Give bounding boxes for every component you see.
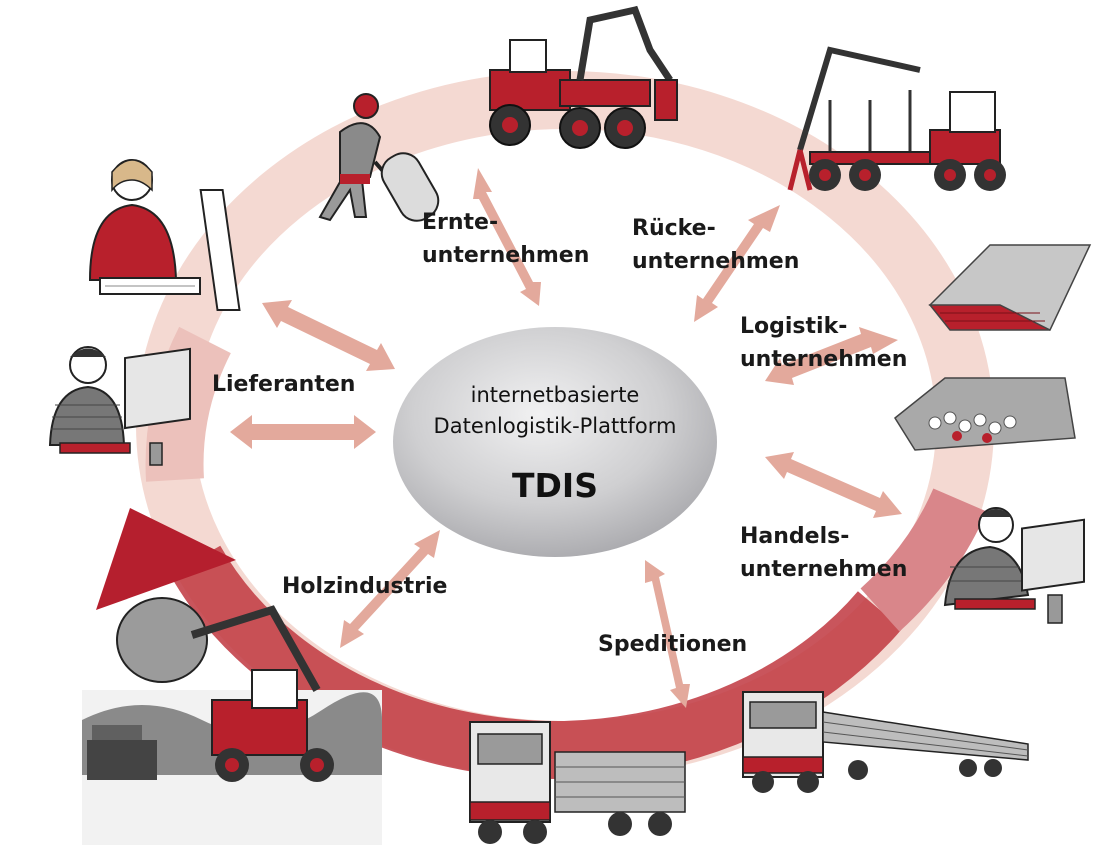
arrow-ruecke: [694, 205, 780, 322]
log-pile-icon: [894, 377, 1076, 451]
arrow-lieferanten-upper: [262, 300, 395, 371]
label-handel-line1: Handels-: [740, 524, 850, 549]
label-holzindustrie: Holzindustrie: [282, 574, 448, 599]
platform-ellipse: [393, 327, 717, 557]
label-ruecke-line1: Rücke-: [632, 216, 716, 241]
arrow-speditionen: [645, 560, 690, 708]
label-logistik: Logistik- unternehmen: [740, 310, 907, 376]
platform-line2: Datenlogistik-Plattform: [433, 414, 677, 438]
connector-arrows: [230, 168, 902, 708]
arrow-handel: [765, 452, 902, 518]
label-ernte-line2: unternehmen: [422, 243, 590, 268]
platform-line1: internetbasierte: [470, 383, 640, 407]
label-ernte: Ernte- unternehmen: [422, 206, 589, 272]
label-logistik-line1: Logistik-: [740, 314, 848, 339]
man-at-computer-icon: [48, 346, 191, 466]
arrow-logistik: [765, 327, 898, 385]
platform-name: TDIS: [512, 466, 598, 505]
trader-at-computer-icon: [943, 507, 1085, 624]
label-handel-line2: unternehmen: [740, 557, 908, 582]
label-lieferanten: Lieferanten: [212, 372, 356, 397]
cycle-arrowhead: [96, 508, 236, 610]
label-ruecke: Rücke- unternehmen: [632, 212, 799, 278]
label-ernte-line1: Ernte-: [422, 210, 499, 235]
label-speditionen: Speditionen: [598, 632, 748, 657]
woman-at-computer-icon: [88, 159, 241, 311]
arrow-ernte: [473, 168, 541, 306]
arrow-holzindustrie: [340, 530, 440, 648]
forest-worker-icon: [318, 93, 440, 222]
label-logistik-line2: unternehmen: [740, 347, 908, 372]
long-log-truck-icon: [742, 691, 1029, 793]
harvester-icon: [489, 5, 678, 149]
arrow-lieferanten-lower: [230, 415, 376, 449]
log-stack-icon: [928, 244, 1092, 331]
forwarder-icon: [787, 46, 1006, 191]
timber-truck-icon: [469, 721, 686, 844]
label-handel: Handels- unternehmen: [740, 520, 907, 586]
label-ruecke-line2: unternehmen: [632, 249, 800, 274]
log-loader-icon: [82, 597, 382, 845]
